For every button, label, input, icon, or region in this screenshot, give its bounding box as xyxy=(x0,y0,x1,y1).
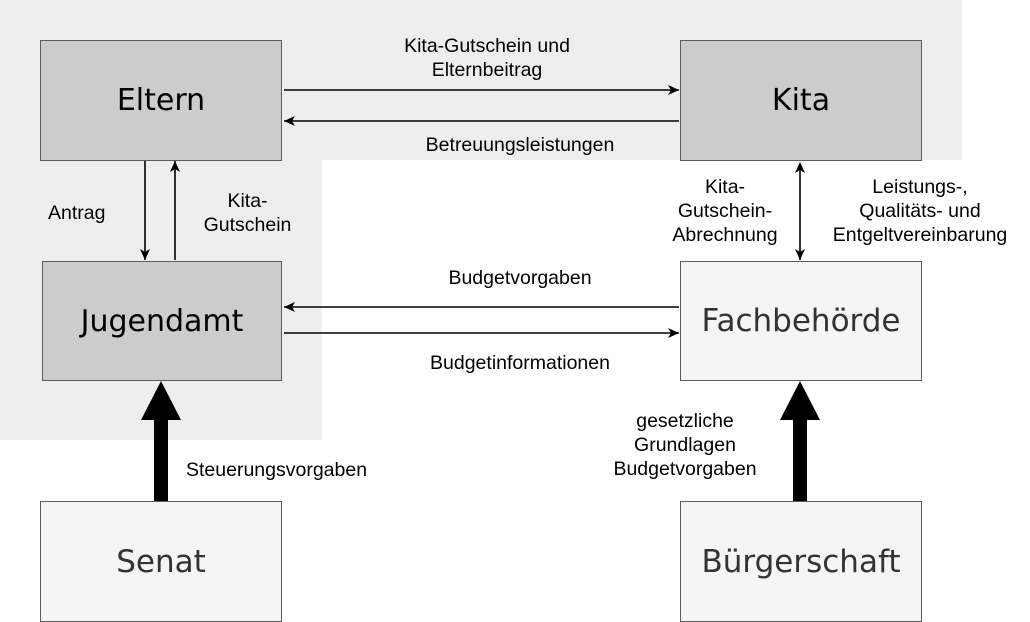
label-kita-fachbehoerde-right: Leistungs-, Qualitäts- und Entgeltverein… xyxy=(832,176,1008,246)
label-eltern-to-jugendamt: Antrag xyxy=(48,202,106,224)
node-jugendamt: Jugendamt xyxy=(42,261,282,381)
label-eltern-to-kita: Kita-Gutschein und Elternbeitrag xyxy=(404,35,570,81)
thick-arrow-buergerschaft-to-fachbehoerde xyxy=(780,381,820,501)
label-jugendamt-to-eltern: Kita- Gutschein xyxy=(203,190,292,236)
node-senat: Senat xyxy=(40,501,282,622)
label-senat-to-jugendamt: Steuerungsvorgaben xyxy=(186,459,368,481)
label-buergerschaft-to-fachbehoerde: gesetzliche Grundlagen Budgetvorgaben xyxy=(613,410,757,480)
thick-arrow-senat-to-jugendamt xyxy=(141,381,181,501)
label-kita-to-eltern: Betreuungsleistungen xyxy=(425,134,615,156)
node-kita: Kita xyxy=(680,40,922,161)
node-eltern: Eltern xyxy=(40,40,282,161)
label-fachbehoerde-to-jugendamt: Budgetvorgaben xyxy=(448,267,592,289)
label-kita-fachbehoerde-left: Kita- Gutschein- Abrechnung xyxy=(672,176,778,246)
node-buergerschaft: Bürgerschaft xyxy=(680,501,922,622)
node-fachbehoerde: Fachbehörde xyxy=(680,261,922,381)
label-jugendamt-to-fachbehoerde: Budgetinformationen xyxy=(430,352,610,374)
